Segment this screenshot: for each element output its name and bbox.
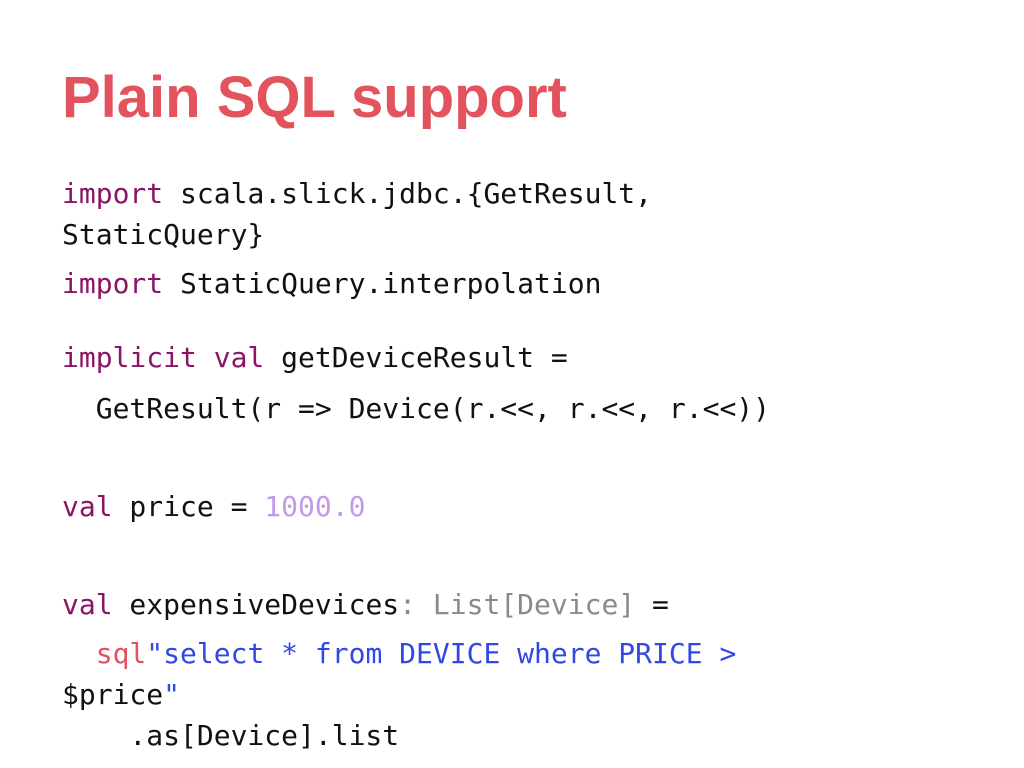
code-line-10: .as[Device].list bbox=[62, 716, 399, 756]
code-line-2: StaticQuery} bbox=[62, 215, 264, 255]
code-text: expensiveDevices bbox=[112, 588, 400, 621]
keyword-import: import bbox=[62, 267, 164, 300]
code-line-9: $price" bbox=[62, 675, 180, 715]
code-indent bbox=[62, 637, 96, 670]
code-space bbox=[197, 341, 214, 374]
code-line-5: GetResult(r => Device(r.<<, r.<<, r.<<)) bbox=[62, 389, 770, 429]
code-line-1: import scala.slick.jdbc.{GetResult, bbox=[62, 174, 652, 214]
code-text: StaticQuery} bbox=[62, 218, 265, 251]
keyword-import: import bbox=[62, 177, 164, 210]
code-text: StaticQuery.interpolation bbox=[163, 267, 602, 300]
string-literal: " bbox=[163, 678, 181, 711]
slide-title: Plain SQL support bbox=[62, 65, 567, 130]
code-text: $price bbox=[62, 678, 164, 711]
code-text: = bbox=[635, 588, 669, 621]
code-text: GetResult(r => Device(r.<<, r.<<, r.<<)) bbox=[62, 392, 771, 425]
code-text: .as[Device].list bbox=[62, 719, 400, 752]
code-line-6: val price = 1000.0 bbox=[62, 487, 365, 527]
string-literal: "select * from DEVICE where PRICE > bbox=[146, 637, 737, 670]
code-text: price = bbox=[112, 490, 265, 523]
code-text: getDeviceResult = bbox=[264, 341, 568, 374]
code-line-3: import StaticQuery.interpolation bbox=[62, 264, 601, 304]
number-literal: 1000.0 bbox=[264, 490, 366, 523]
keyword-val: val bbox=[62, 490, 113, 523]
code-text: scala.slick.jdbc.{GetResult, bbox=[163, 177, 653, 210]
keyword-val: val bbox=[213, 341, 265, 374]
type-annotation: : List[Device] bbox=[399, 588, 636, 621]
keyword-implicit: implicit bbox=[62, 341, 197, 374]
code-line-4: implicit val getDeviceResult = bbox=[62, 338, 568, 378]
keyword-val: val bbox=[62, 588, 113, 621]
code-line-8: sql"select * from DEVICE where PRICE > bbox=[62, 634, 737, 674]
code-line-7: val expensiveDevices: List[Device] = bbox=[62, 585, 669, 625]
sql-interpolator: sql bbox=[95, 637, 147, 670]
